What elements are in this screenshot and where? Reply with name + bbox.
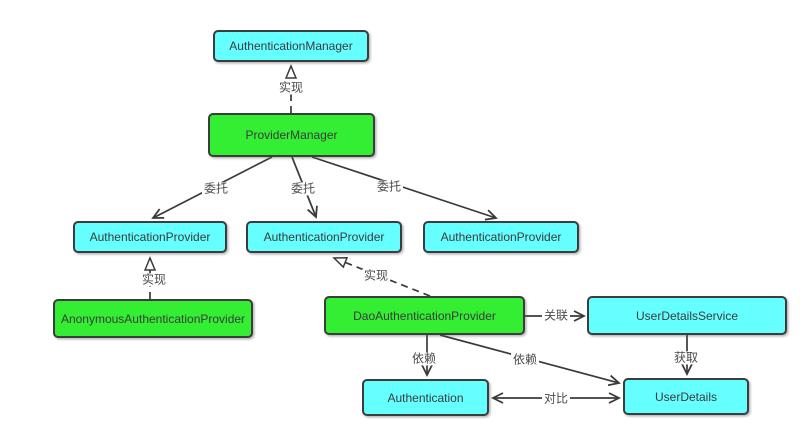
node-user-details-service[interactable]: UserDetailsService (587, 296, 787, 335)
edge-label-delegate-2: 委托 (288, 181, 318, 196)
edge-label-delegate-1: 委托 (201, 181, 231, 196)
edge-delegate-providermanager-provider3 (311, 156, 498, 221)
edge-label-depend-authentication: 依赖 (409, 351, 439, 366)
edge-label-depend-userdetails: 依赖 (510, 352, 540, 367)
edge-label-realize-top: 实现 (276, 80, 306, 95)
node-provider-manager[interactable]: ProviderManager (208, 113, 375, 157)
node-authentication[interactable]: Authentication (362, 379, 489, 416)
edge-label-realize-dao: 实现 (361, 268, 391, 283)
edge-label-realize-anonymous: 实现 (139, 272, 169, 287)
edge-label-associate: 关联 (541, 308, 571, 323)
edge-label-compare: 对比 (541, 391, 571, 406)
node-authentication-provider-2[interactable]: AuthenticationProvider (246, 221, 402, 253)
node-anonymous-authentication-provider[interactable]: AnonymousAuthenticationProvider (53, 299, 253, 338)
edge-label-delegate-3: 委托 (374, 179, 404, 194)
node-authentication-provider-3[interactable]: AuthenticationProvider (423, 221, 579, 253)
node-authentication-manager[interactable]: AuthenticationManager (213, 30, 369, 62)
node-authentication-provider-1[interactable]: AuthenticationProvider (73, 221, 227, 253)
edge-label-fetch: 获取 (671, 350, 701, 365)
node-user-details[interactable]: UserDetails (623, 378, 749, 415)
node-dao-authentication-provider[interactable]: DaoAuthenticationProvider (324, 296, 525, 335)
